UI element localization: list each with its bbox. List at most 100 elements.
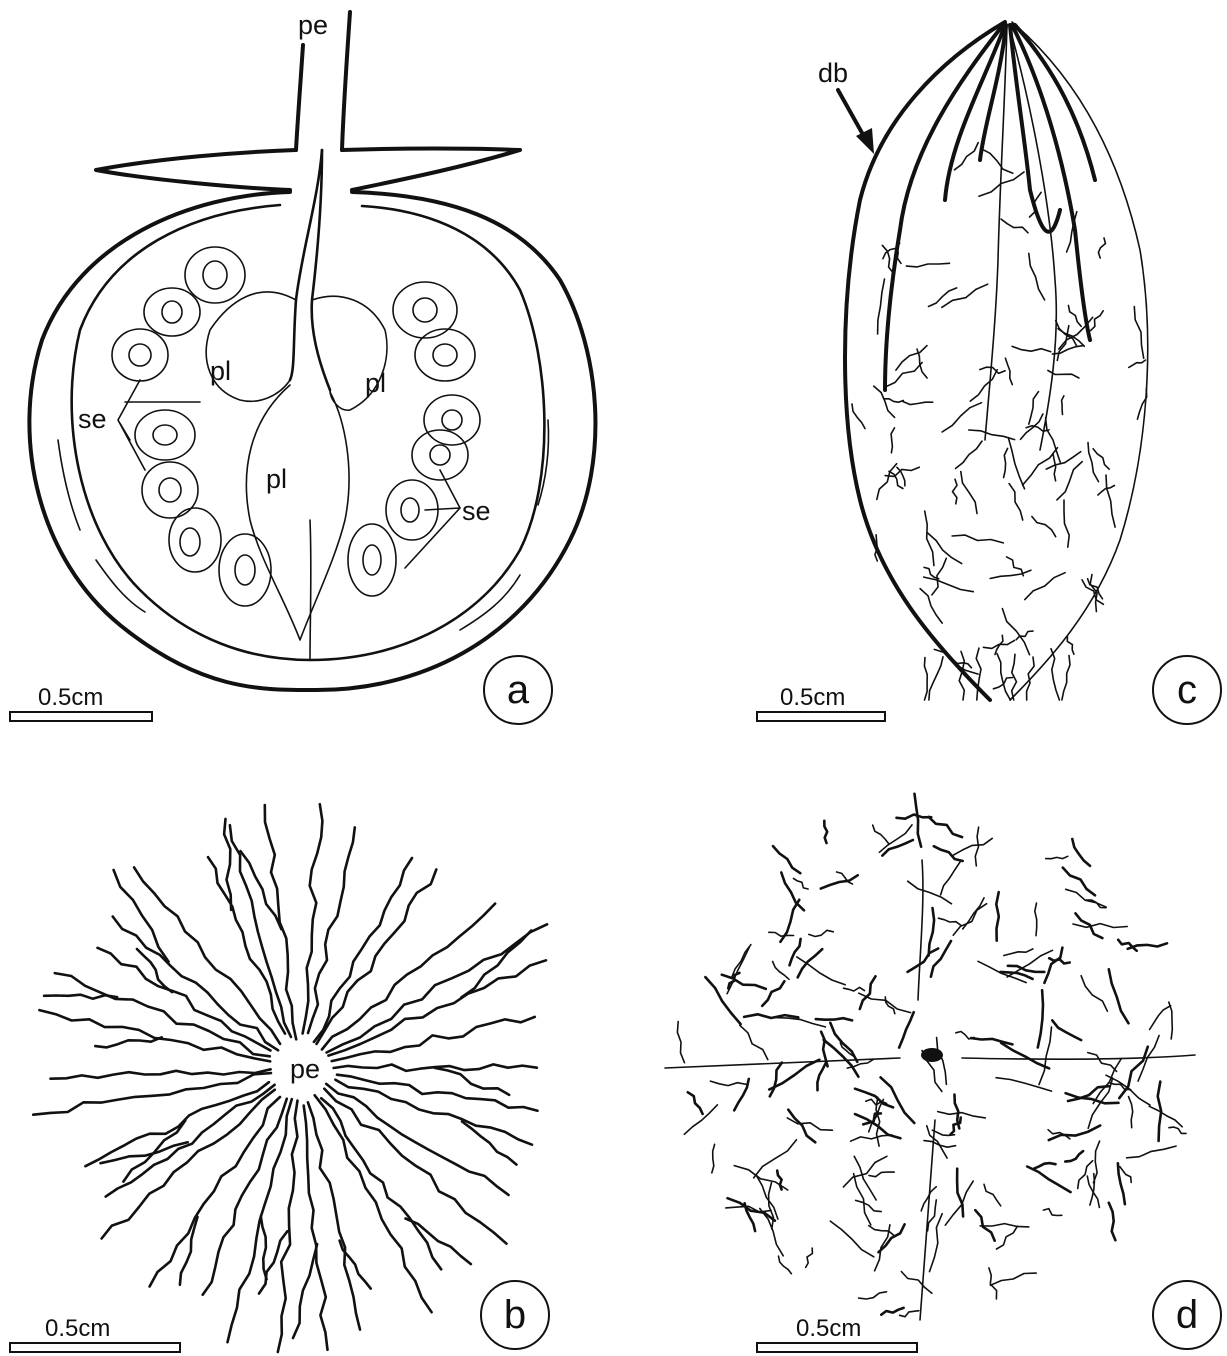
panel-b-scale-bar [10,1343,180,1352]
reticulate-vein [1066,1093,1119,1103]
panel-b-label-pe: pe [290,1054,320,1084]
vascular-bundle [230,825,291,1037]
reticulate-vein [1046,856,1068,858]
reticulate-vein [860,976,876,1009]
panel-a-pedicel-left [296,45,303,150]
panel-c-outline-right [1010,22,1148,700]
panel-d-letter: d [1176,1293,1198,1337]
reticulate-vein [727,947,749,994]
reticulate-vein [961,472,977,514]
reticulate-vein [732,945,751,978]
panel-a-pedicel-right [342,12,350,150]
reticulate-vein [852,404,865,429]
panel-a-letter: a [507,668,530,712]
basal-vein [959,651,964,700]
reticulate-vein [1106,475,1115,527]
reticulate-vein [878,279,885,334]
panel-d-axis-horizontal [962,1055,1195,1059]
reticulate-vein [884,399,903,402]
reticulate-vein [1067,636,1074,654]
reticulate-vein [1001,1043,1049,1069]
reticulate-vein [844,987,865,991]
reticulate-vein [1064,500,1069,547]
reticulate-vein [929,817,962,837]
reticulate-vein [969,430,1015,440]
vascular-bundle-branch [44,995,117,999]
panel-a-septum [310,520,311,660]
reticulate-vein [1127,1146,1176,1158]
vascular-bundle [134,867,280,1044]
reticulate-vein [1128,943,1167,949]
seed [135,410,195,460]
vascular-bundle-branch [95,1037,161,1047]
seed [442,410,462,430]
reticulate-vein [809,930,834,936]
seed [203,261,227,289]
reticulate-vein [1025,573,1065,600]
reticulate-vein [1043,1209,1061,1216]
reticulate-vein [1032,517,1056,537]
vascular-bundle [324,1089,506,1244]
panel-b: pe 0.5cm b [10,804,549,1352]
reticulate-vein [744,1014,798,1018]
reticulate-vein [896,346,927,371]
seed [169,508,221,572]
seed [162,301,182,323]
seed [424,395,480,445]
reticulate-vein [1062,396,1064,415]
panel-a-label-se-right: se [462,496,491,526]
panel-c-arrow-shaft [838,90,866,140]
basal-vein [924,658,927,701]
vascular-bundle [321,1098,441,1269]
reticulate-vein [754,1140,797,1178]
reticulate-vein [854,1174,871,1225]
reticulate-vein [855,1089,893,1108]
panel-c-arrow-head [856,128,874,154]
seed [142,462,198,518]
panel-a-label-pl-center: pl [266,464,287,494]
seed [159,478,181,502]
panel-a-label-pl-left: pl [210,356,231,386]
reticulate-vein [787,1118,832,1130]
panel-a-pericarp-outer [29,192,595,690]
reticulate-vein [1052,346,1083,355]
reticulate-vein [854,1156,876,1200]
reticulate-vein [1169,1127,1186,1133]
reticulate-vein [941,862,960,895]
panel-a-calyx-right [342,149,520,191]
reticulate-vein [1007,557,1024,576]
reticulate-vein [797,957,845,985]
seed [433,344,457,366]
reticulate-vein [1021,414,1043,439]
reticulate-vein [1009,484,1023,520]
reticulate-vein [760,1209,783,1256]
vascular-bundle [150,1097,280,1287]
seed [235,555,255,585]
vascular-bundle [326,1084,508,1195]
reticulate-vein [781,873,804,911]
reticulate-vein [1007,950,1052,977]
reticulate-vein [788,1110,815,1143]
panel-c-label-db: db [818,58,848,88]
reticulate-vein [929,288,957,307]
vascular-bundle [228,1099,292,1342]
reticulate-vein [901,1272,932,1294]
basal-vein [997,654,1010,700]
reticulate-vein [1109,969,1129,1023]
seed [415,329,475,381]
reticulate-vein [963,898,984,929]
reticulate-vein [1129,360,1146,367]
panel-a: pe pl pl pl se se 0.5cm a [10,10,595,724]
reticulate-vein [1093,449,1109,470]
vascular-bundle [327,924,547,1052]
reticulate-vein [938,918,961,925]
reticulate-vein [1034,1163,1055,1169]
reticulate-vein [1098,238,1105,258]
reticulate-vein [971,1038,1012,1044]
reticulate-vein [897,815,932,819]
reticulate-vein [956,441,983,468]
reticulate-vein [980,1224,1029,1227]
seed [412,430,468,480]
reticulate-vein [1029,392,1039,425]
panel-a-label-pl-right: pl [365,368,386,398]
